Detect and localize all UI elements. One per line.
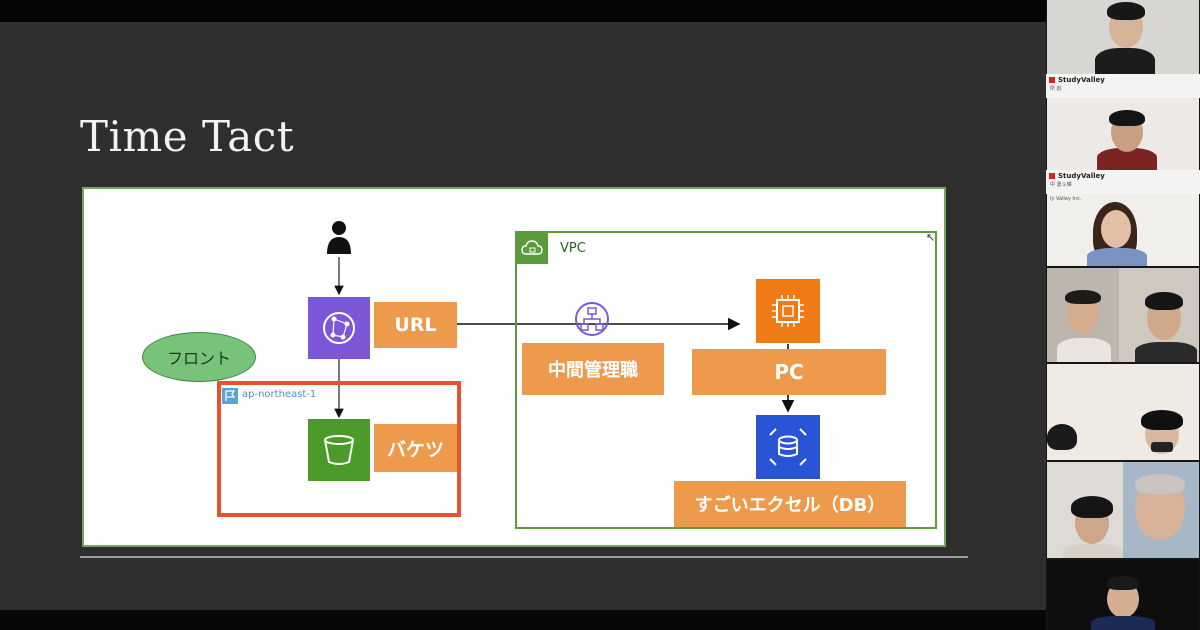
front-oval: フロント [142,332,256,382]
participant-video[interactable] [1047,98,1199,170]
brand-name: StudyValley [1058,172,1105,180]
participant-video[interactable] [1047,268,1199,362]
vpc-label: VPC [560,241,586,256]
participant-video[interactable] [1047,560,1199,630]
region-box [217,381,461,517]
user-icon [327,221,351,254]
vpc-box [515,231,937,529]
s3-bucket-icon [308,419,370,481]
bottom-bar [0,610,1046,630]
participant-video[interactable] [1047,0,1199,74]
middle-label: 中間管理職 [548,360,638,381]
cursor-icon: ↖ [926,231,936,244]
participant-video[interactable]: ly Valley Inc. [1047,194,1199,266]
top-bar [0,0,1046,22]
rds-icon [756,415,820,479]
region-label: ap-northeast-1 [242,389,317,400]
slide-title: Time Tact [80,112,295,161]
participant-company: ly Valley Inc. [1050,196,1082,202]
participant-name: 所 創 [1050,86,1062,92]
brand-name: StudyValley [1058,76,1105,84]
studyvalley-logo-icon [1049,77,1055,83]
participant-name: 中 勇斗輝 [1050,182,1072,188]
url-box: URL [374,302,457,348]
studyvalley-logo-icon [1049,173,1055,179]
db-box: すごいエクセル（DB） [674,481,906,527]
elb-icon [575,302,609,336]
cloudfront-icon [308,297,370,359]
participant-name-strip: StudyValley 所 創 [1046,74,1200,98]
participant-video[interactable] [1047,462,1199,558]
url-label: URL [394,314,437,336]
bucket-label: バケツ [386,438,444,461]
region-flag-icon [222,388,238,404]
front-label: フロント [166,349,231,368]
vpc-cloud-icon [516,232,548,264]
participants-panel: StudyValley 所 創 StudyValley 中 勇斗輝 ly Val… [1046,0,1200,630]
bucket-box: バケツ [374,424,457,472]
middle-manager-box: 中間管理職 [522,343,664,395]
participant-name-strip: StudyValley 中 勇斗輝 [1046,170,1200,194]
db-label: すごいエクセル（DB） [694,495,886,516]
pc-box: PC [692,349,886,395]
slide-underline [80,556,968,558]
pc-label: PC [774,360,804,384]
architecture-diagram: フロント ap-northeast-1 URL バケツ [82,187,946,547]
participant-video[interactable] [1047,364,1199,460]
ec2-icon [756,279,820,343]
